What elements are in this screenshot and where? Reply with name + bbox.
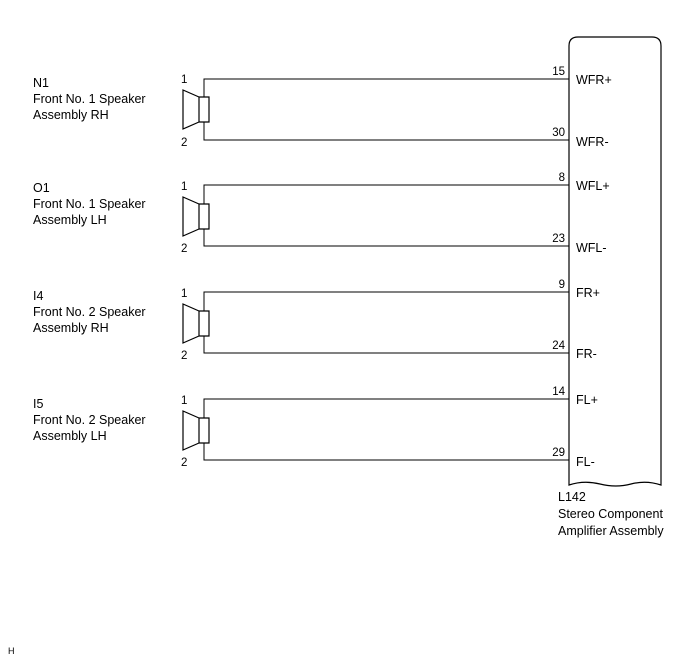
amp-pin-negative: 23 [552, 233, 565, 245]
wire-negative [203, 443, 569, 461]
speaker-pin-negative: 2 [181, 350, 187, 362]
amp-pin-negative: 24 [552, 340, 565, 352]
amp-pin-positive: 14 [552, 386, 565, 398]
speaker-icon [182, 410, 210, 451]
speaker-icon [182, 89, 210, 130]
wire-positive [203, 184, 569, 204]
speaker-name-line1: Front No. 1 Speaker [33, 197, 146, 211]
speaker-icon [182, 303, 210, 344]
signal-positive: WFL+ [576, 179, 610, 193]
signal-negative: WFL- [576, 241, 607, 255]
speaker-pin-negative: 2 [181, 457, 187, 469]
wire-negative [203, 122, 569, 141]
amp-pin-positive: 9 [559, 279, 565, 291]
wire-positive [203, 291, 569, 311]
signal-positive: WFR+ [576, 73, 612, 87]
speaker-group-3: I4 Front No. 2 Speaker Assembly RH 1 2 9… [33, 279, 600, 362]
amp-pin-negative: 30 [552, 127, 565, 139]
wire-positive [203, 398, 569, 418]
speaker-name-line1: Front No. 2 Speaker [33, 413, 146, 427]
amplifier-name-line2: Amplifier Assembly [558, 524, 664, 538]
speaker-icon [182, 196, 210, 237]
amplifier-name-line1: Stereo Component [558, 507, 663, 521]
speaker-pin-positive: 1 [181, 395, 187, 407]
speaker-pin-negative: 2 [181, 137, 187, 149]
speaker-pin-negative: 2 [181, 243, 187, 255]
speaker-group-4: I5 Front No. 2 Speaker Assembly LH 1 2 1… [33, 386, 598, 469]
speaker-code: I5 [33, 397, 43, 411]
speaker-group-1: N1 Front No. 1 Speaker Assembly RH 1 2 1… [33, 66, 612, 149]
wire-negative [203, 229, 569, 247]
amp-pin-positive: 8 [559, 172, 565, 184]
signal-negative: FL- [576, 455, 595, 469]
corner-mark: H [8, 646, 15, 656]
speaker-code: N1 [33, 76, 49, 90]
speaker-name-line2: Assembly LH [33, 429, 107, 443]
speaker-name-line2: Assembly RH [33, 108, 109, 122]
speaker-code: O1 [33, 181, 50, 195]
wire-positive [203, 78, 569, 97]
signal-positive: FR+ [576, 286, 600, 300]
signal-negative: FR- [576, 347, 597, 361]
amp-pin-negative: 29 [552, 447, 565, 459]
speaker-name-line2: Assembly RH [33, 321, 109, 335]
speaker-name-line2: Assembly LH [33, 213, 107, 227]
speaker-group-2: O1 Front No. 1 Speaker Assembly LH 1 2 8… [33, 172, 610, 255]
speaker-pin-positive: 1 [181, 74, 187, 86]
speaker-pin-positive: 1 [181, 181, 187, 193]
amplifier-code: L142 [558, 490, 586, 504]
speaker-pin-positive: 1 [181, 288, 187, 300]
speaker-code: I4 [33, 289, 43, 303]
amplifier-label: L142 Stereo Component Amplifier Assembly [558, 490, 664, 538]
wire-negative [203, 336, 569, 354]
speaker-name-line1: Front No. 1 Speaker [33, 92, 146, 106]
amp-pin-positive: 15 [552, 66, 565, 78]
signal-negative: WFR- [576, 135, 609, 149]
signal-positive: FL+ [576, 393, 598, 407]
speaker-name-line1: Front No. 2 Speaker [33, 305, 146, 319]
amplifier-box [568, 36, 662, 487]
